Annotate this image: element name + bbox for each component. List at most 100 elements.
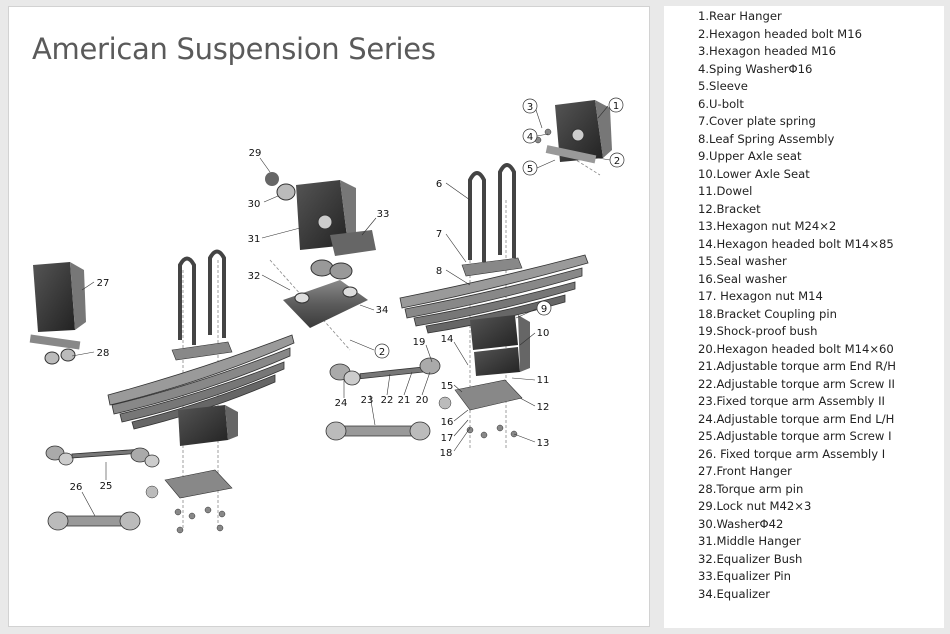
svg-text:19: 19	[413, 337, 426, 348]
legend-item: 33.Equalizer Pin	[698, 569, 791, 583]
svg-text:15: 15	[441, 381, 454, 392]
svg-text:21: 21	[398, 395, 411, 406]
svg-text:31: 31	[248, 234, 261, 245]
legend-item: 16.Seal washer	[698, 271, 787, 286]
exploded-suspension-diagram: 1 2 3 4 5 6 7 8 9 10 11 12 13 14 15 16 1…	[29, 97, 625, 534]
svg-text:26: 26	[70, 482, 83, 493]
svg-text:4: 4	[527, 132, 533, 143]
right-axle-seat	[454, 315, 530, 411]
legend-item: 9.Upper Axle seat	[698, 149, 802, 163]
svg-text:34: 34	[376, 305, 389, 316]
left-u-bolts	[178, 249, 226, 345]
legend-item: 31.Middle Hanger	[698, 534, 801, 548]
callout-30: 30	[248, 195, 279, 210]
legend-item: 29.Lock nut M42×3	[698, 499, 812, 513]
svg-text:33: 33	[377, 209, 390, 220]
callout-25: 25	[100, 462, 113, 492]
svg-text:1: 1	[613, 101, 619, 112]
legend-item: 24.Adjustable torque arm End L/H	[698, 411, 895, 426]
equalizer	[283, 280, 368, 328]
callout-32: 32	[248, 271, 291, 291]
legend-item: 18.Bracket Coupling pin	[698, 306, 837, 321]
legend-item: 13.Hexagon nut M24×2	[698, 219, 837, 233]
svg-text:30: 30	[248, 199, 261, 210]
middle-hanger	[265, 172, 376, 280]
callout-19: 19	[413, 337, 433, 363]
callout-2: 2	[597, 152, 625, 168]
callout-21: 21	[398, 371, 413, 406]
svg-text:27: 27	[97, 278, 110, 289]
legend-item: 34.Equalizer	[698, 586, 771, 601]
callout-17: 17	[441, 419, 469, 444]
callout-11: 11	[511, 375, 550, 386]
legend-item: 12.Bracket	[698, 201, 761, 216]
callout-34: 34	[359, 304, 389, 316]
legend-item: 11.Dowel	[698, 184, 753, 198]
callout-26: 26	[70, 482, 96, 517]
callout-12: 12	[519, 397, 549, 413]
legend-item: 28.Torque arm pin	[698, 481, 804, 496]
left-axle-seat	[164, 405, 238, 499]
callout-2b: 2	[349, 339, 390, 359]
legend-item: 6.U-bolt	[698, 96, 744, 111]
assembly-guide-lines	[182, 149, 601, 530]
callout-20: 20	[416, 371, 431, 406]
svg-text:2: 2	[614, 156, 620, 167]
svg-text:28: 28	[97, 348, 110, 359]
svg-text:24: 24	[335, 398, 348, 409]
callout-14: 14	[441, 334, 469, 366]
svg-text:16: 16	[441, 417, 454, 428]
legend-item: 20.Hexagon headed bolt M14×60	[698, 341, 894, 356]
callout-1: 1	[597, 97, 624, 119]
callout-29: 29	[249, 148, 271, 173]
legend-item: 30.WasherΦ42	[698, 516, 784, 531]
adjustable-torque-arm-ii	[329, 357, 441, 386]
left-leaf-spring	[107, 334, 295, 430]
callout-16: 16	[441, 409, 469, 428]
svg-text:22: 22	[381, 395, 394, 406]
svg-text:9: 9	[541, 304, 547, 315]
callout-27: 27	[81, 278, 110, 291]
callout-15: 15	[441, 381, 463, 393]
callout-23: 23	[361, 394, 376, 426]
callout-8: 8	[436, 266, 471, 286]
callout-33: 33	[361, 209, 390, 236]
svg-text:8: 8	[436, 266, 442, 277]
svg-text:25: 25	[100, 481, 113, 492]
right-u-bolts	[468, 163, 516, 262]
fixed-torque-arm-ii	[325, 421, 431, 441]
callout-6: 6	[436, 179, 471, 201]
callout-4: 4	[522, 128, 549, 144]
legend-item: 15.Seal washer	[698, 254, 787, 268]
svg-text:5: 5	[527, 164, 533, 175]
legend-item: 26. Fixed torque arm Assembly I	[698, 446, 886, 461]
svg-text:18: 18	[440, 448, 453, 459]
legend-item: 14.Hexagon headed bolt M14×85	[698, 236, 894, 251]
callout-5: 5	[522, 159, 556, 176]
callout-24: 24	[335, 380, 348, 409]
front-hanger	[29, 262, 86, 365]
svg-text:23: 23	[361, 395, 374, 406]
legend-item: 3.Hexagon headed M16	[698, 44, 837, 58]
svg-text:7: 7	[436, 229, 442, 240]
svg-text:2: 2	[379, 347, 385, 358]
legend-item: 27.Front Hanger	[698, 464, 792, 478]
callout-28: 28	[71, 348, 110, 359]
legend-item: 2.Hexagon headed bolt M16	[698, 26, 862, 41]
callout-9: 9	[515, 300, 552, 319]
legend-item: 17. Hexagon nut M14	[698, 289, 823, 303]
callout-7: 7	[436, 229, 467, 263]
legend-item: 23.Fixed torque arm Assembly II	[698, 394, 885, 408]
legend-item: 22.Adjustable torque arm Screw II	[698, 376, 895, 391]
legend-item: 25.Adjustable torque arm Screw I	[698, 429, 892, 443]
svg-text:11: 11	[537, 375, 550, 386]
adjustable-torque-arm-i	[45, 445, 160, 468]
right-cover-plate	[461, 257, 523, 277]
nuts-and-washers	[145, 128, 552, 534]
callouts: 1 2 3 4 5 6 7 8 9 10 11 12 13 14 15 16 1…	[70, 97, 625, 517]
callout-13: 13	[513, 433, 549, 449]
legend-item: 5.Sleeve	[698, 79, 748, 93]
callout-10: 10	[519, 328, 549, 346]
